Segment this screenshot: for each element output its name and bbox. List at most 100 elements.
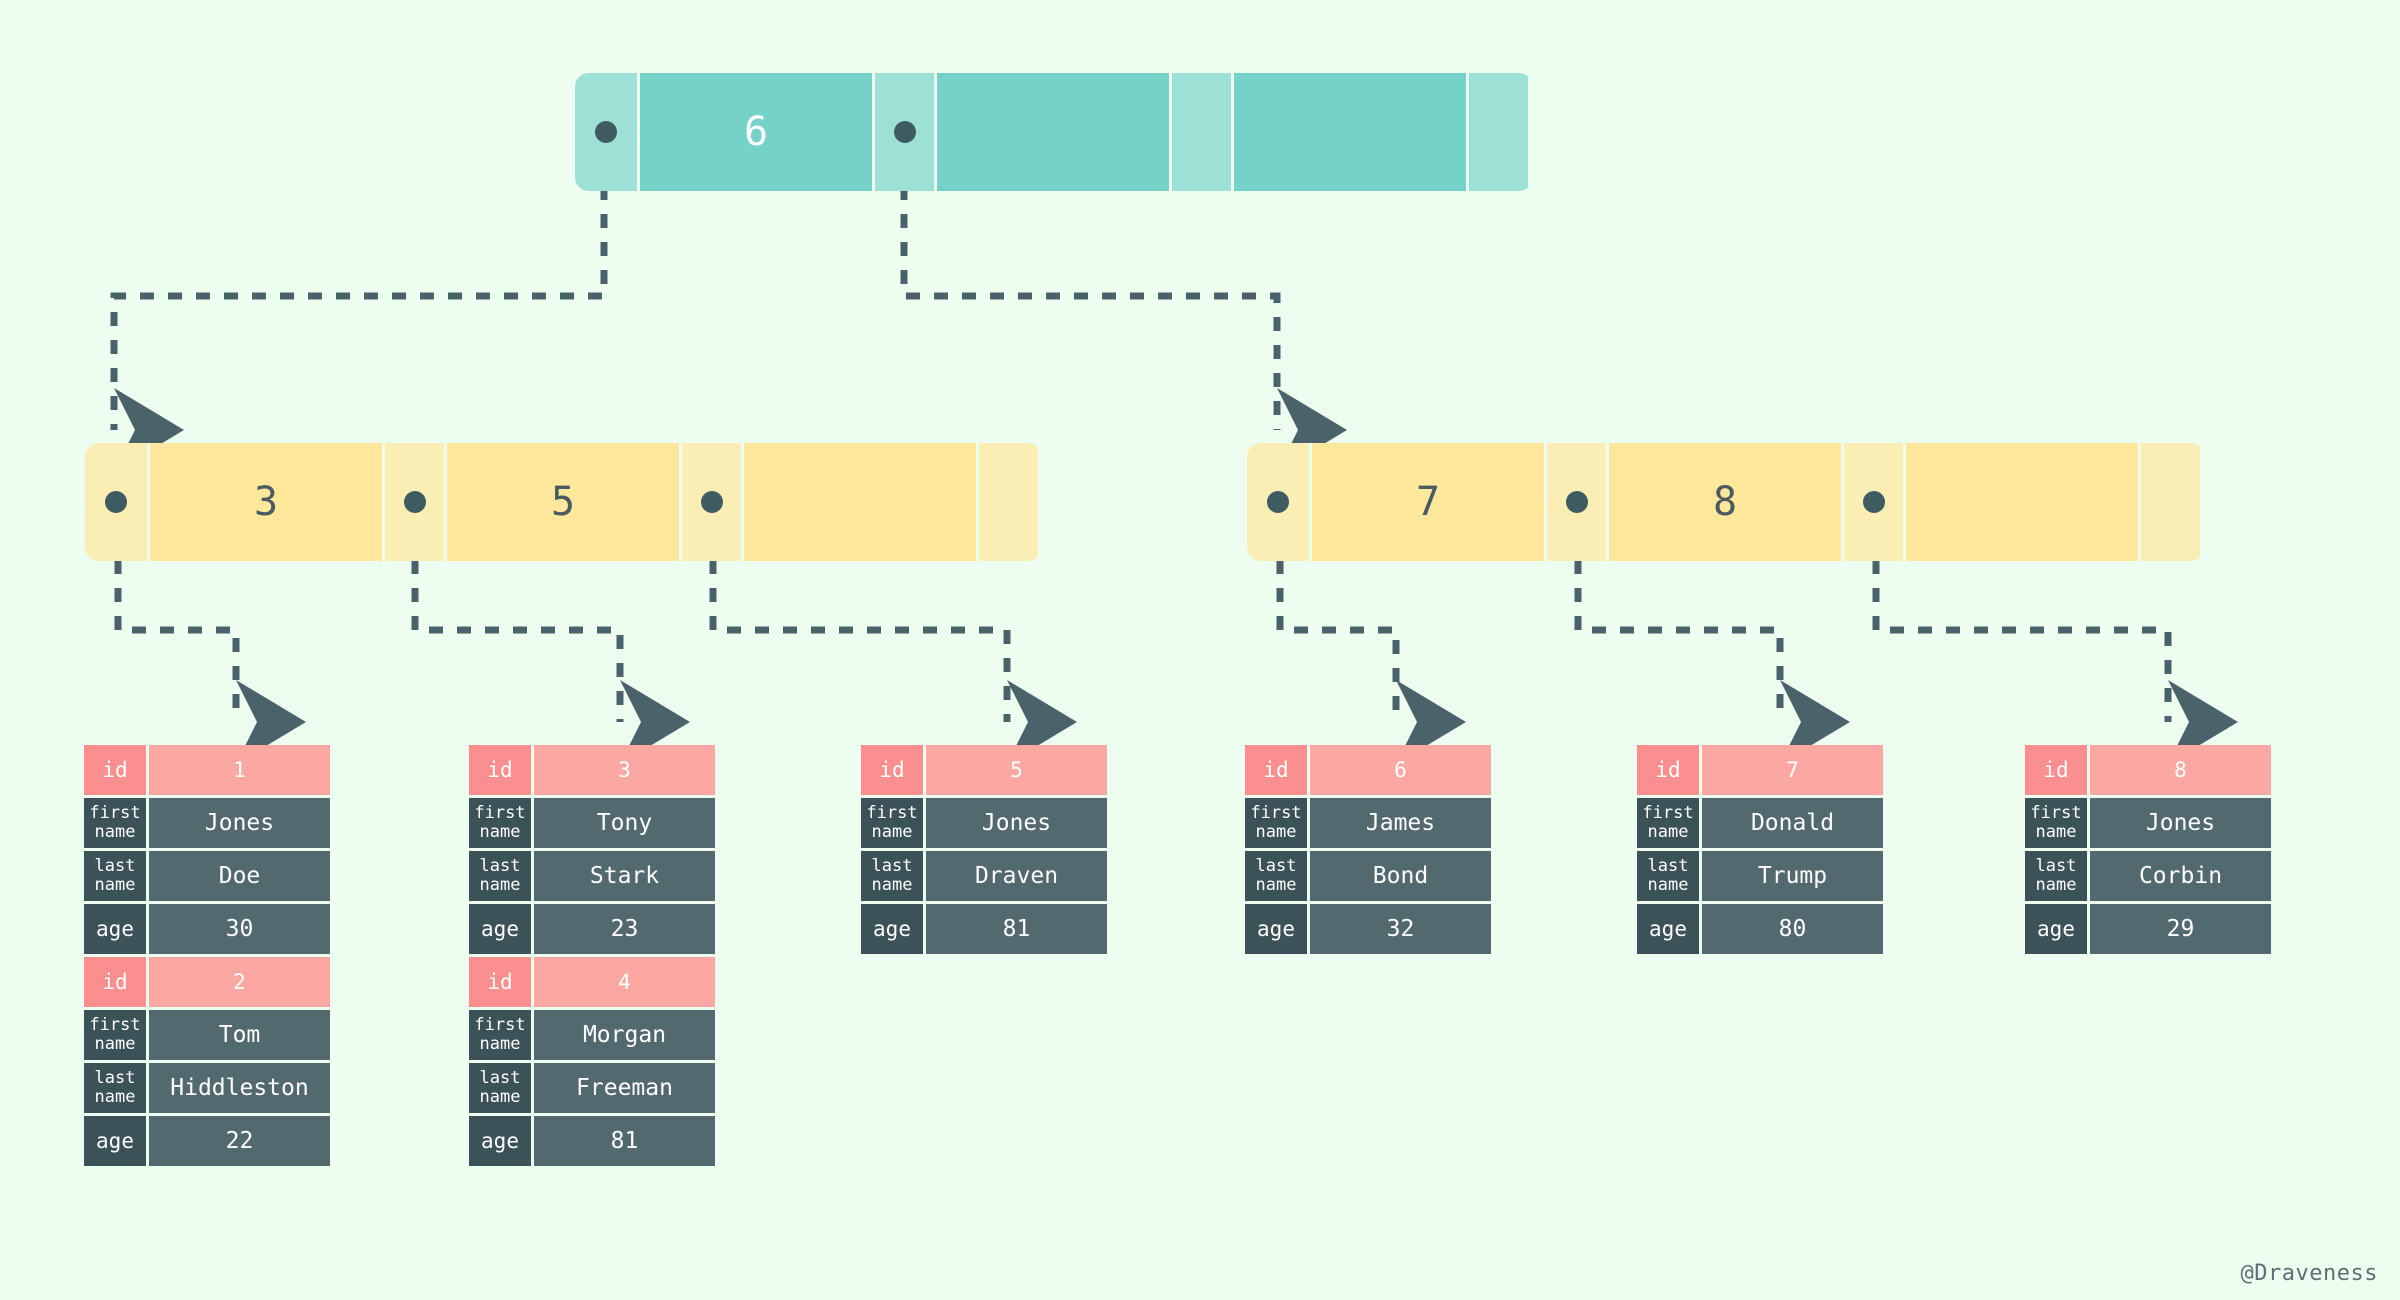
internal-left-pointer-1[interactable] (382, 443, 444, 561)
record-id-value: 7 (1702, 745, 1883, 795)
record-id-value: 2 (149, 957, 330, 1007)
internal-right-pointer-0[interactable] (1247, 443, 1309, 561)
root-pointer-3 (1466, 73, 1528, 191)
root-pointer-1[interactable] (872, 73, 934, 191)
internal-right-key-1: 8 (1606, 443, 1841, 561)
record-id-value: 4 (534, 957, 715, 1007)
internal-left-pointer-0[interactable] (85, 443, 147, 561)
record-first-name-value: Tony (534, 798, 715, 848)
record-age-value: 81 (534, 1116, 715, 1166)
root-pointer-2[interactable] (1169, 73, 1231, 191)
record-age-value: 23 (534, 904, 715, 954)
record-last-name-value: Corbin (2090, 851, 2271, 901)
wire-right-p2 (1872, 560, 2238, 764)
record-row-age-label: age (469, 904, 531, 954)
record-id-value: 8 (2090, 745, 2271, 795)
record-row-id-label: id (2025, 745, 2087, 795)
internal-left-pointer-2[interactable] (679, 443, 741, 561)
root-node[interactable]: 6 (575, 73, 1533, 191)
root-key-0: 6 (637, 73, 872, 191)
record-row-age-label: age (84, 1116, 146, 1166)
internal-right-pointer-2[interactable] (1841, 443, 1903, 561)
record-row-id-label: id (84, 745, 146, 795)
internal-right-pointer-1[interactable] (1544, 443, 1606, 561)
record-row-age-label: age (1637, 904, 1699, 954)
record-last-name-value: Trump (1702, 851, 1883, 901)
record-row-age-label: age (861, 904, 923, 954)
record-first-name-value: Jones (2090, 798, 2271, 848)
internal-left-key-2 (741, 443, 976, 561)
record-first-name-value: Tom (149, 1010, 330, 1060)
internal-node-right[interactable]: 7 8 (1247, 443, 2204, 561)
internal-right-key-2 (1903, 443, 2138, 561)
pointer-dot-icon (1267, 491, 1289, 513)
record-age-value: 32 (1310, 904, 1491, 954)
watermark: @Draveness (2240, 1261, 2378, 1286)
root-pointer-0[interactable] (575, 73, 637, 191)
wire-root-p0 (110, 130, 608, 472)
record-first-name-value: Jones (926, 798, 1107, 848)
record-row-id-label: id (469, 957, 531, 1007)
record-first-name-value: Jones (149, 798, 330, 848)
record-age-value: 80 (1702, 904, 1883, 954)
internal-left-key-0: 3 (147, 443, 382, 561)
internal-right-key-0: 7 (1309, 443, 1544, 561)
root-key-1 (934, 73, 1169, 191)
record-age-value: 81 (926, 904, 1107, 954)
record-row-id-label: id (84, 957, 146, 1007)
record-row-id-label: id (861, 745, 923, 795)
record-first-name-value: Donald (1702, 798, 1883, 848)
record-row-id-label: id (469, 745, 531, 795)
wire-right-p1 (1574, 560, 1850, 764)
pointer-dot-icon (1862, 491, 1885, 513)
pointer-dot-icon (105, 491, 127, 513)
wire-right-p0 (1276, 560, 1466, 764)
record-row-age-label: age (84, 904, 146, 954)
internal-node-left[interactable]: 3 5 (85, 443, 1042, 561)
wire-left-p2 (709, 560, 1077, 764)
record-last-name-value: Hiddleston (149, 1063, 330, 1113)
record-last-name-value: Doe (149, 851, 330, 901)
pointer-dot-icon (1565, 491, 1588, 513)
record-first-name-value: James (1310, 798, 1491, 848)
record-age-value: 29 (2090, 904, 2271, 954)
internal-right-pointer-3 (2138, 443, 2200, 561)
